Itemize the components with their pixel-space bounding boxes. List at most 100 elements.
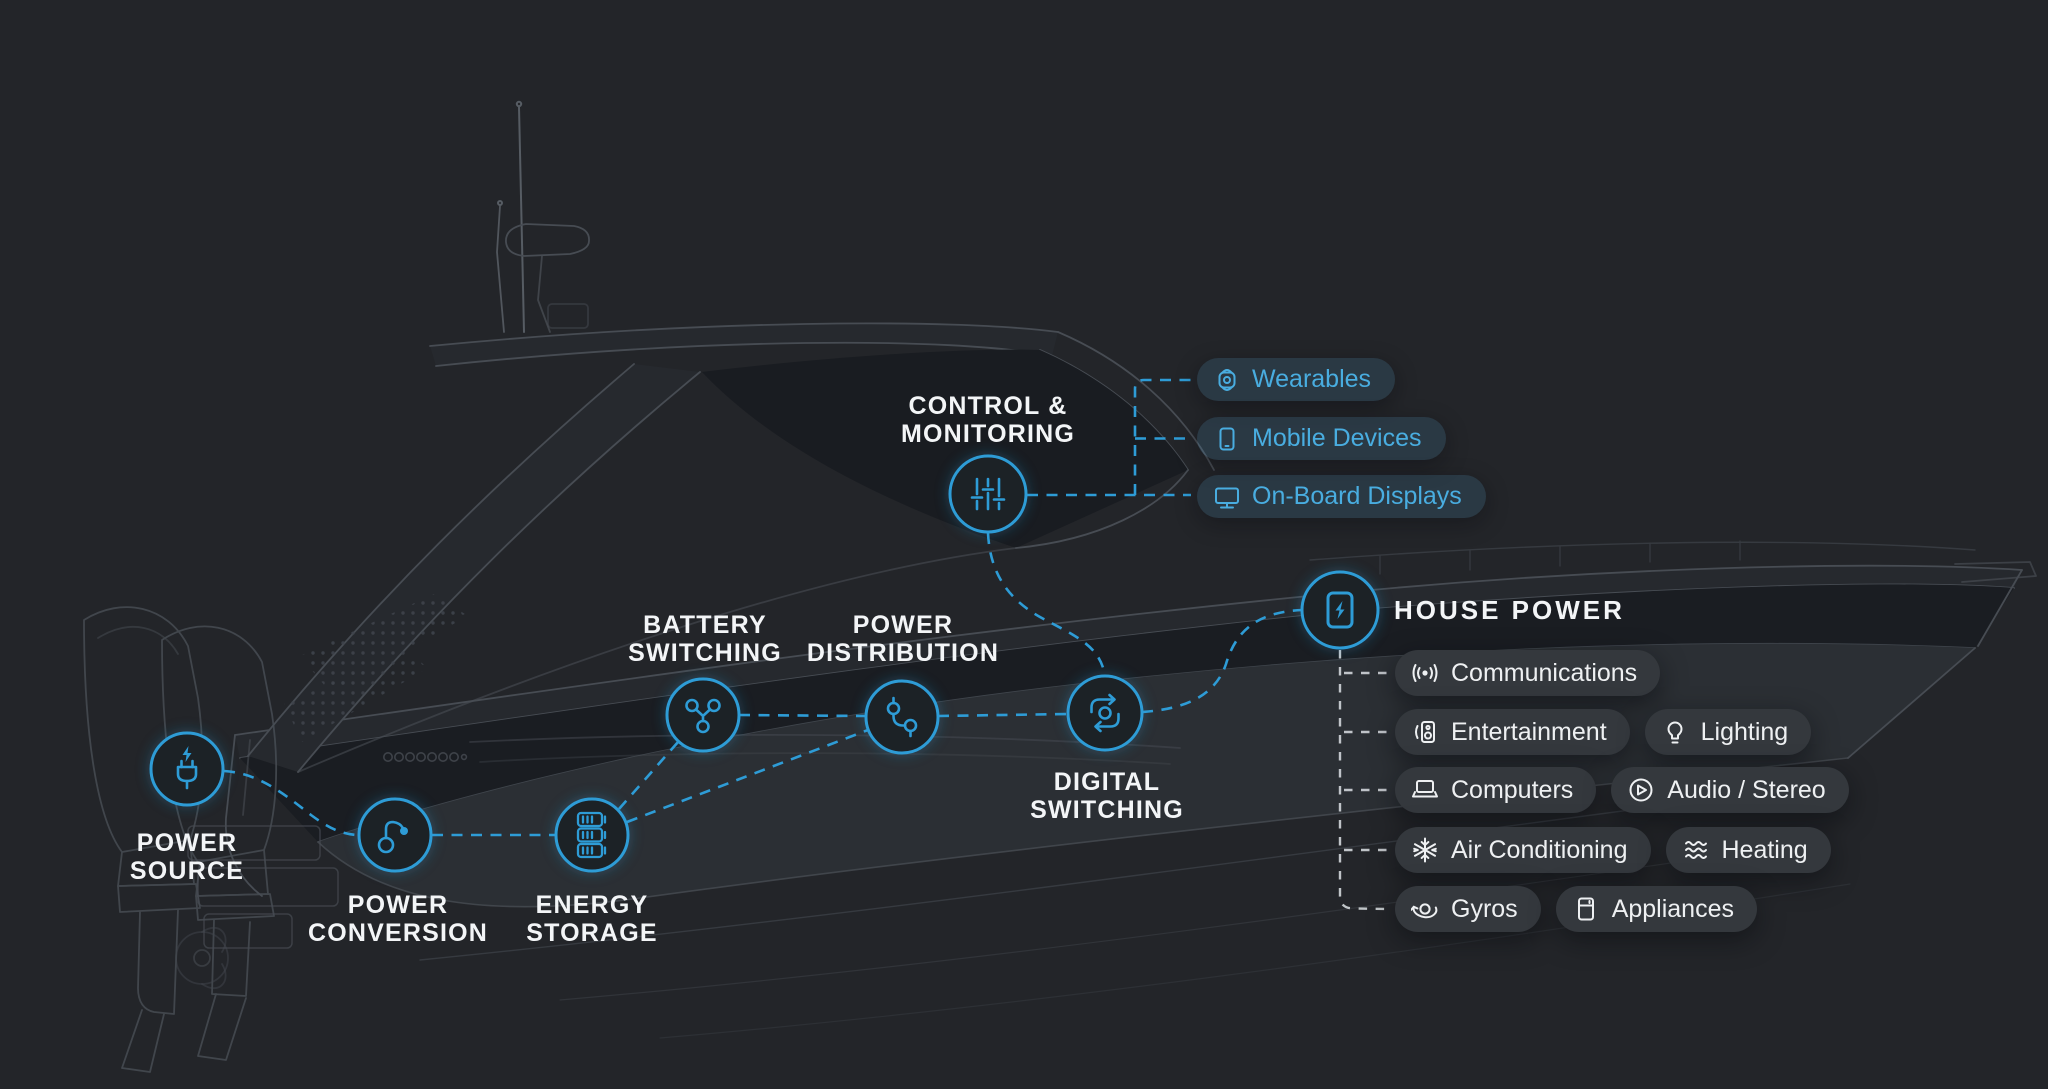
node-battery-switching — [665, 677, 741, 753]
boat-antenna-mast — [496, 100, 525, 333]
load-pill-label: Lighting — [1700, 717, 1789, 746]
lightbulb-icon — [1667, 721, 1683, 744]
route-icon — [886, 696, 918, 738]
boat-bow-rail — [1309, 540, 1976, 575]
boat-bow-stem — [1847, 569, 2023, 759]
connector-lines-blue — [223, 378, 1303, 837]
device-pill-wearables: Wearables — [1197, 358, 1396, 401]
link-control-devices-riser — [1133, 378, 1191, 495]
label-line: DISTRIBUTION — [806, 639, 1000, 667]
link-control-to-digital-switching — [986, 532, 1107, 677]
boat-bow-tip — [1954, 561, 2037, 583]
load-pill-label: Appliances — [1611, 894, 1734, 923]
connector-lines-white — [1338, 650, 1391, 911]
label-power-conversion: POWER CONVERSION — [308, 891, 488, 947]
label-power-distribution: POWER DISTRIBUTION — [807, 611, 999, 667]
label-line: POWER — [136, 829, 238, 857]
label-line: POWER — [347, 891, 449, 919]
snowflake-icon — [1413, 837, 1437, 863]
label-line: SWITCHING — [628, 639, 782, 667]
device-pill-label: Wearables — [1252, 365, 1372, 393]
link-distribution-to-digital-switching — [937, 712, 1069, 718]
node-power-distribution — [864, 679, 940, 755]
refrigerator-icon — [1577, 897, 1594, 921]
load-pill-computers: Computers — [1395, 767, 1597, 813]
label-line: BATTERY — [643, 611, 767, 639]
node-power-source — [149, 731, 225, 807]
smartphone-icon — [1219, 427, 1235, 450]
load-pill-label: Communications — [1451, 658, 1638, 687]
device-pill-mobile-devices: Mobile Devices — [1197, 417, 1446, 460]
house-load-row: Communications — [1395, 650, 1661, 696]
monitor-icon — [1215, 487, 1239, 508]
device-pill-onboard-displays: On-Board Displays — [1197, 475, 1486, 518]
label-line: ENERGY — [535, 891, 649, 919]
boat-dotted-panel — [300, 594, 468, 692]
label-energy-storage: ENERGY STORAGE — [526, 891, 658, 947]
boat-windshield — [1057, 331, 1215, 471]
load-pill-label: Entertainment — [1451, 717, 1607, 746]
label-line: SOURCE — [129, 857, 245, 885]
device-pill-label: Mobile Devices — [1252, 424, 1422, 452]
device-pill-label: On-Board Displays — [1252, 482, 1462, 510]
house-load-row: Gyros Appliances — [1395, 886, 1757, 932]
load-pill-appliances: Appliances — [1555, 886, 1757, 932]
load-pill-label: Heating — [1721, 835, 1808, 864]
boat-portholes — [382, 751, 468, 762]
laptop-icon — [1412, 780, 1438, 798]
node-power-conversion — [357, 797, 433, 873]
house-load-row: Air Conditioning Heating — [1395, 827, 1831, 873]
y-splitter-icon — [685, 698, 721, 734]
heat-waves-icon — [1684, 841, 1707, 859]
diagram-nodes — [149, 454, 1380, 873]
label-line: SWITCHING — [1030, 796, 1184, 824]
node-digital-switching — [1066, 674, 1144, 752]
battery-stack-icon — [576, 811, 607, 859]
load-pill-communications: Communications — [1395, 650, 1661, 696]
boat-radar-dome — [505, 223, 590, 257]
label-power-source: POWER SOURCE — [130, 829, 244, 885]
load-pill-gyros: Gyros — [1395, 886, 1541, 932]
load-pill-label: Audio / Stereo — [1667, 775, 1826, 804]
plug-bolt-icon — [176, 746, 198, 790]
load-pill-label: Computers — [1451, 775, 1574, 804]
conversion-node-icon — [377, 820, 408, 854]
label-line: POWER — [852, 611, 954, 639]
link-source-to-conversion — [223, 769, 358, 837]
load-pill-heating: Heating — [1665, 827, 1831, 873]
speaker-icon — [1415, 721, 1435, 743]
house-load-row: Computers Audio / Stereo — [1395, 767, 1849, 813]
smartwatch-icon — [1218, 368, 1236, 391]
label-line: DIGITAL — [1053, 768, 1161, 796]
boat-dotted-panel — [284, 650, 428, 742]
label-line: CONVERSION — [307, 919, 489, 947]
battery-bolt-icon — [1326, 591, 1354, 629]
label-house-power: HOUSE POWER — [1394, 595, 1625, 626]
house-power-trunk — [1338, 650, 1391, 911]
label-digital-switching: DIGITAL SWITCHING — [1030, 768, 1184, 824]
label-line: MONITORING — [900, 420, 1076, 448]
link-storage-to-distribution — [626, 728, 869, 824]
sliders-icon — [970, 477, 1006, 511]
load-pill-air-conditioning: Air Conditioning — [1395, 827, 1651, 873]
label-battery-switching: BATTERY SWITCHING — [628, 611, 782, 667]
link-digital-switching-to-house-power — [1141, 608, 1303, 714]
gyroscope-icon — [1411, 903, 1438, 919]
load-pill-label: Gyros — [1451, 894, 1518, 923]
label-control-monitoring: CONTROL & MONITORING — [901, 392, 1075, 448]
boat-hull-dark-band — [240, 584, 2014, 842]
link-storage-to-battery-switching — [618, 741, 679, 810]
boat-transom — [224, 734, 263, 897]
node-house-power — [1300, 570, 1380, 650]
boat-sheer-line — [234, 564, 2023, 736]
load-pill-entertainment: Entertainment — [1395, 709, 1630, 755]
load-pill-lighting: Lighting — [1644, 709, 1812, 755]
broadcast-icon — [1412, 664, 1438, 682]
play-circle-icon — [1629, 778, 1653, 802]
house-load-row: Entertainment Lighting — [1395, 709, 1812, 755]
link-battery-switching-to-distribution — [738, 713, 867, 718]
label-line: STORAGE — [526, 919, 658, 947]
node-control-monitoring — [948, 454, 1028, 534]
boat-window-glass — [702, 349, 1188, 548]
